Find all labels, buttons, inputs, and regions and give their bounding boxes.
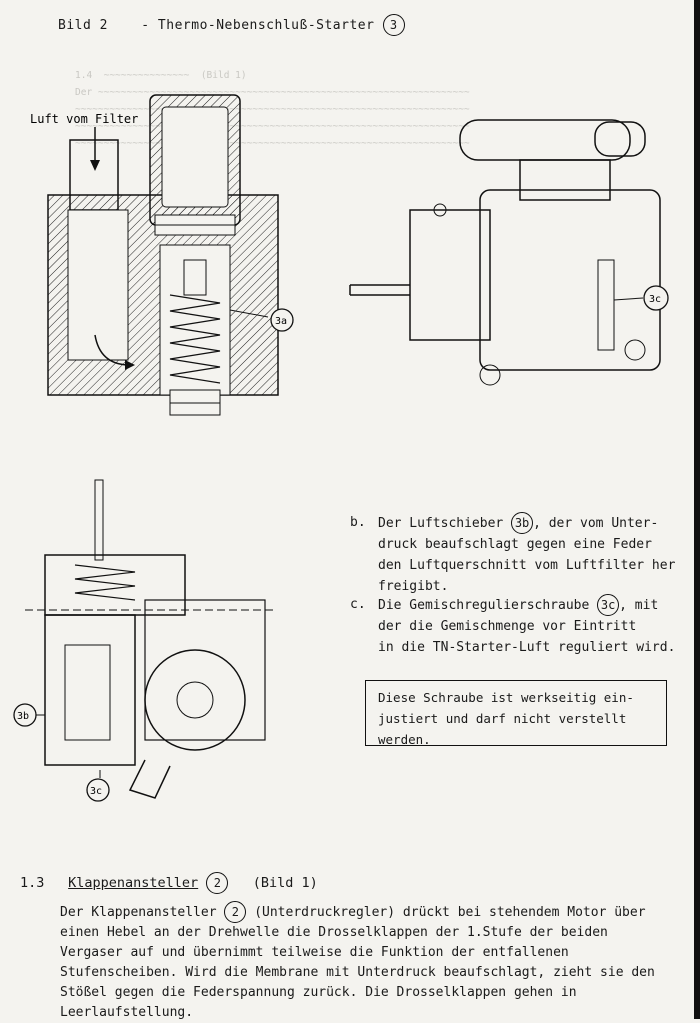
page-edge: [694, 0, 700, 1019]
note-line2: justiert und darf nicht verstellt: [378, 711, 627, 726]
paragraph-ref-circle: 2: [224, 901, 247, 923]
label-3a: 3a: [275, 316, 287, 327]
sectional-drawing: Luft vom Filter 3a: [30, 94, 294, 416]
label-luft-vom-filter: Luft vom Filter: [30, 112, 138, 126]
figure-number: Bild 2: [58, 18, 108, 33]
section-heading: 1.3 Klappenansteller 2 (Bild 1): [20, 872, 318, 894]
callout-b-text2: , der vom Unter-: [533, 516, 659, 531]
paragraph-start: Der Klappenansteller: [60, 905, 217, 920]
callout-b-text1: Der Luftschieber: [378, 516, 504, 531]
callout-b: b. Der Luftschieber 3b, der vom Unter- d…: [350, 512, 680, 597]
cutaway-drawing: 3b 3c: [13, 479, 275, 802]
exterior-drawing: 3c: [349, 119, 669, 386]
callout-b-line2: druck beaufschlagt gegen eine Feder: [378, 537, 652, 552]
figure-ref-circle: 3: [382, 14, 405, 36]
body-paragraph: Der Klappenansteller 2 (Unterdruckregler…: [60, 901, 672, 1023]
callout-b-line4: freigibt.: [378, 579, 449, 594]
figure-header: Bild 2 - Thermo-Nebenschluß-Starter 3: [58, 14, 405, 36]
callout-c-text2: , mit: [619, 598, 659, 613]
section-number: 1.3: [20, 875, 45, 891]
section-ref-circle: 2: [206, 872, 229, 894]
note-line3: werden.: [378, 732, 431, 747]
label-3c-bottom: 3c: [90, 786, 102, 797]
callout-b-label: b.: [350, 515, 366, 530]
callout-c: c. Die Gemischregulierschraube 3c, mit d…: [350, 594, 690, 658]
label-3b: 3b: [17, 711, 29, 722]
callout-c-ref-circle: 3c: [597, 594, 620, 616]
paragraph-rest: (Unterdruckregler) drückt bei stehendem …: [60, 905, 655, 1020]
warning-note-box: Diese Schraube ist werkseitig ein- justi…: [365, 680, 667, 747]
section-title: Klappenansteller: [68, 875, 199, 891]
callout-c-label: c.: [350, 597, 366, 612]
callout-c-text1: Die Gemischregulierschraube: [378, 598, 590, 613]
figure-title: - Thermo-Nebenschluß-Starter: [141, 18, 375, 33]
callout-b-line3: den Luftquerschnitt vom Luftfilter her: [378, 558, 676, 573]
bleed-through-text: 1.4 ~~~~~~~~~~~~~~~ (Bild 1) Der ~~~~~~~…: [75, 70, 470, 149]
section-figure-ref: (Bild 1): [252, 875, 318, 891]
callout-c-line3: in die TN-Starter-Luft reguliert wird.: [378, 640, 676, 655]
label-3c-top: 3c: [649, 294, 661, 305]
callout-b-ref-circle: 3b: [511, 512, 534, 534]
note-line1: Diese Schraube ist werkseitig ein-: [378, 690, 634, 705]
callout-c-line2: der die Gemischmenge vor Eintritt: [378, 619, 637, 634]
